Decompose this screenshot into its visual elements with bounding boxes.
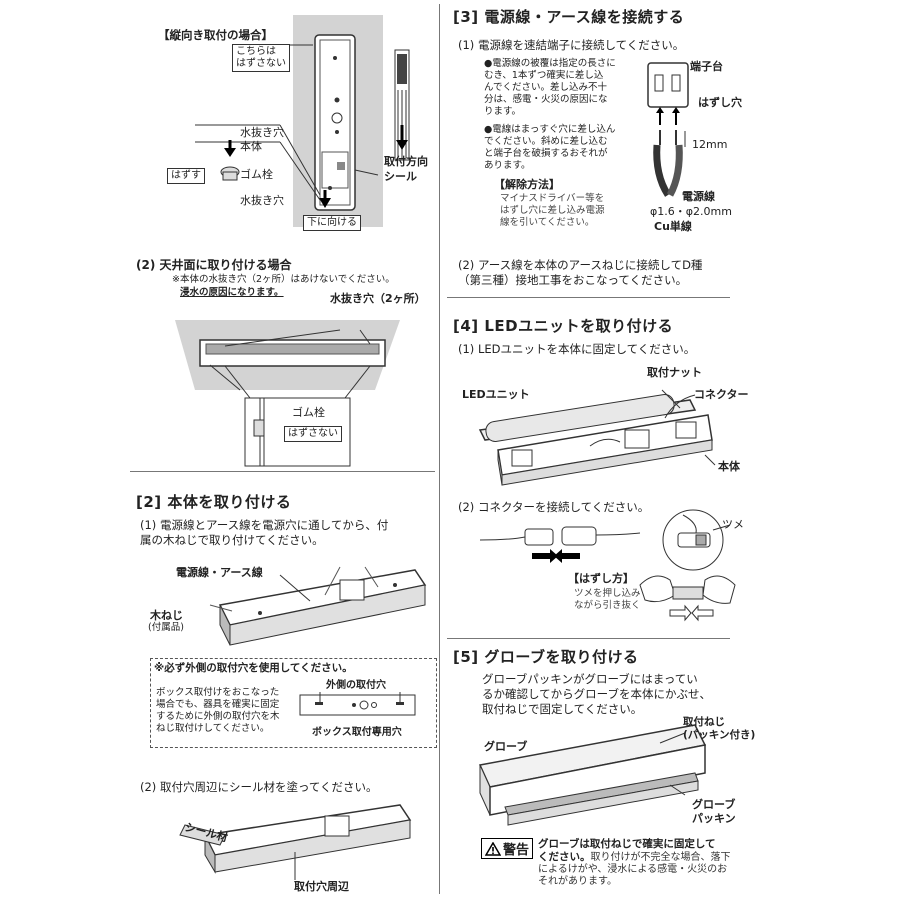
right-divider-1: [447, 297, 730, 298]
label-outer-holes: 外側の取付穴: [326, 680, 386, 691]
label-globe: グローブ: [484, 740, 528, 753]
section3-bullet1: ●電源線の被覆は指定の長さに むき、1本ずつ確実に差し込 んでください。差し込み…: [484, 58, 616, 117]
label-wood-screw: 木ねじ: [150, 609, 183, 622]
label-mounting-nut: 取付ナット: [647, 366, 702, 379]
label-12mm: 12mm: [692, 138, 728, 151]
section3-step1: (1) 電源線を速結端子に接続してください。: [458, 38, 685, 52]
section3-heading: [3] 電源線・アース線を接続する: [453, 8, 685, 26]
section2-step2: (2) 取付穴周辺にシール材を塗ってください。: [140, 780, 378, 794]
warning-rest-text: 取り付けが不完全な場合、落下 によるけがや、浸水による感電・火災のお それがあり…: [538, 852, 731, 887]
outer-hole-note-body: ボックス取付けをおこなった 場合でも、器具を確実に固定 するために外側の取付穴を…: [156, 687, 280, 734]
label-included: (付属品): [148, 622, 184, 633]
warning-triangle-icon: [485, 841, 501, 856]
section4-release-body: ツメを押し込み ながら引き抜く: [574, 588, 641, 611]
section3-bullet2: ●電線はまっすぐ穴に差し込ん でください。斜めに差し込む と端子台を破損するおそ…: [484, 124, 616, 171]
label-cu-wire: Cu単線: [654, 220, 692, 233]
label-rubber-plug-ceiling: ゴム栓: [292, 406, 325, 419]
warning-label: 警告: [503, 843, 530, 858]
section5-body: グローブパッキンがグローブにはまってい るか確認してからグローブを本体にかぶせ、…: [482, 672, 711, 716]
label-claw: ツメ: [722, 518, 744, 531]
section4-heading: [4] LEDユニットを取り付ける: [453, 317, 674, 335]
label-drain-hole-bottom: 水抜き穴: [240, 194, 284, 207]
section3-release-title: 【解除方法】: [494, 178, 560, 191]
hands-figure: [639, 575, 736, 622]
center-divider: [439, 4, 440, 894]
section5-heading: [5] グローブを取り付ける: [453, 648, 639, 666]
label-connector: コネクター: [694, 388, 749, 401]
ceiling-mount-figure: [175, 320, 400, 467]
section2-heading: [2] 本体を取り付ける: [136, 493, 292, 511]
claw-detail-figure: [662, 509, 731, 571]
section2-step1: (1) 電源線とアース線を電源穴に通してから、付 属の木ねじで取り付けてください…: [140, 518, 389, 547]
label-body-led: 本体: [718, 460, 740, 473]
ceiling-note-1: ※本体の水抜き穴（2ヶ所）はあけないでください。: [172, 274, 395, 285]
vertical-mount-title: 【縦向き取付の場合】: [158, 28, 273, 42]
label-led-unit: LEDユニット: [462, 388, 530, 401]
sealant-figure: [179, 804, 412, 880]
label-drain-hole-top: 水抜き穴: [240, 126, 284, 139]
label-box-holes: ボックス取付専用穴: [312, 727, 402, 738]
label-power-earth: 電源線・アース線: [176, 566, 263, 579]
label-diameter: φ1.6・φ2.0mm: [650, 205, 732, 218]
body-mount-figure: [209, 566, 427, 646]
label-terminal: 端子台: [690, 60, 723, 73]
label-remove: はずす: [167, 168, 205, 184]
section3-step2: (2) アース線を本体のアースねじに接続してD種 （第三種）接地工事をおこなって…: [458, 258, 703, 287]
label-rubber-plug-vertical: ゴム栓: [240, 168, 273, 181]
ceiling-note-2: 浸水の原因になります。: [180, 287, 284, 298]
label-mounting-screw: 取付ねじ (パッキン付き): [683, 716, 756, 741]
terminal-figure: [647, 62, 689, 197]
vertical-mount-figure: [195, 15, 410, 227]
globe-figure: [478, 724, 707, 826]
label-face-down: 下に向ける: [303, 215, 361, 231]
left-divider-1: [130, 471, 435, 472]
connector-figure: [479, 526, 641, 563]
label-do-not-remove-vertical: こちらは はずさない: [232, 44, 290, 72]
outer-hole-note-title: ※必ず外側の取付穴を使用してください。: [154, 662, 353, 674]
label-power-wire: 電源線: [682, 190, 715, 203]
led-unit-figure: [478, 389, 716, 486]
section4-step1: (1) LEDユニットを本体に固定してください。: [458, 342, 696, 356]
section3-release-body: マイナスドライバー等を はずし穴に差し込み電源 線を引いてください。: [500, 193, 605, 228]
warning-bold-text: グローブは取付ねじで確実に固定して ください。: [538, 838, 716, 863]
label-globe-packing: グローブ パッキン: [692, 798, 736, 825]
label-direction-seal: 取付方向 シール: [384, 155, 428, 183]
section4-release-title: 【はずし方】: [568, 572, 634, 585]
label-hole-area: 取付穴周辺: [294, 880, 349, 893]
warning-badge: 警告: [481, 838, 534, 859]
right-divider-2: [447, 638, 730, 639]
label-do-not-remove-ceiling: はずさない: [284, 426, 342, 442]
ceiling-mount-title: (2) 天井面に取り付ける場合: [136, 258, 292, 272]
section4-step2: (2) コネクターを接続してください。: [458, 500, 650, 514]
label-release-hole: はずし穴: [698, 96, 742, 109]
outer-holes-figure: [299, 692, 416, 716]
warning-text: グローブは取付ねじで確実に固定して ください。取り付けが不完全な場合、落下 によ…: [538, 838, 748, 888]
outer-hole-note-box: [150, 658, 437, 748]
label-drain-holes-two: 水抜き穴（2ヶ所）: [330, 292, 426, 305]
label-body-vertical: 本体: [240, 140, 262, 153]
